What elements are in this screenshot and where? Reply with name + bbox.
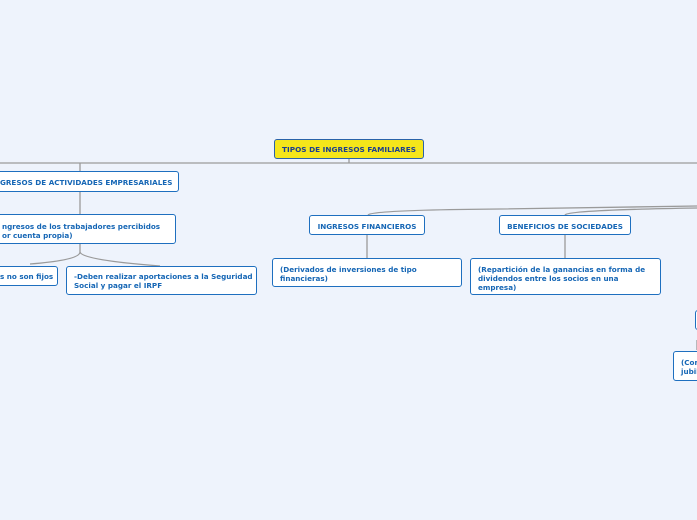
financieros-node[interactable]: INGRESOS FINANCIEROS	[309, 215, 425, 235]
sociedades-node[interactable]: BENEFICIOS DE SOCIEDADES	[499, 215, 631, 235]
empresariales-node[interactable]: GRESOS DE ACTIVIDADES EMPRESARIALES	[0, 171, 179, 192]
empresariales-label: GRESOS DE ACTIVIDADES EMPRESARIALES	[0, 178, 173, 187]
sociedades-desc-node[interactable]: (Repartición de la ganancias en forma de…	[470, 258, 661, 295]
sociedades-desc-line2: dividendos entre los socios en una	[478, 274, 619, 283]
empresariales-desc-line2: or cuenta propia)	[2, 231, 73, 240]
sociedades-label: BENEFICIOS DE SOCIEDADES	[507, 222, 623, 231]
root-node[interactable]: TIPOS DE INGRESOS FAMILIARES	[274, 139, 424, 159]
leaf-aportaciones-line2: Social y pagar el IRPF	[74, 281, 163, 290]
financieros-label: INGRESOS FINANCIEROS	[317, 222, 417, 231]
connector-right-branch	[367, 205, 697, 216]
leaf-fijos-node[interactable]: s no son fijos	[0, 266, 58, 286]
financieros-desc-line1: (Derivados de inversiones de tipo	[280, 265, 417, 274]
empresariales-desc-node[interactable]: ngresos de los trabajadores percibidos o…	[0, 214, 176, 244]
connector-sociedades	[564, 207, 697, 216]
sociedades-desc-line3: empresa)	[478, 283, 517, 292]
leaf-aportaciones-node[interactable]: -Deben realizar aportaciones a la Seguri…	[66, 266, 257, 295]
partial-right-node[interactable]: (Cor jubil	[673, 351, 697, 381]
financieros-desc-node[interactable]: (Derivados de inversiones de tipo financ…	[272, 258, 462, 287]
partial-right-node-small[interactable]	[695, 310, 697, 330]
partial-right-line1: (Cor	[681, 358, 697, 367]
connector-desc-fork	[29, 243, 161, 267]
financieros-desc-line2: financieras)	[280, 274, 328, 283]
root-node-label: TIPOS DE INGRESOS FAMILIARES	[282, 145, 416, 154]
partial-right-line2: jubil	[681, 367, 697, 376]
empresariales-desc-line1: ngresos de los trabajadores percibidos	[2, 222, 161, 231]
sociedades-desc-line1: (Repartición de la ganancias en forma de	[478, 265, 646, 274]
leaf-aportaciones-line1: -Deben realizar aportaciones a la Seguri…	[74, 272, 253, 281]
leaf-fijos-label: s no son fijos	[0, 272, 54, 281]
